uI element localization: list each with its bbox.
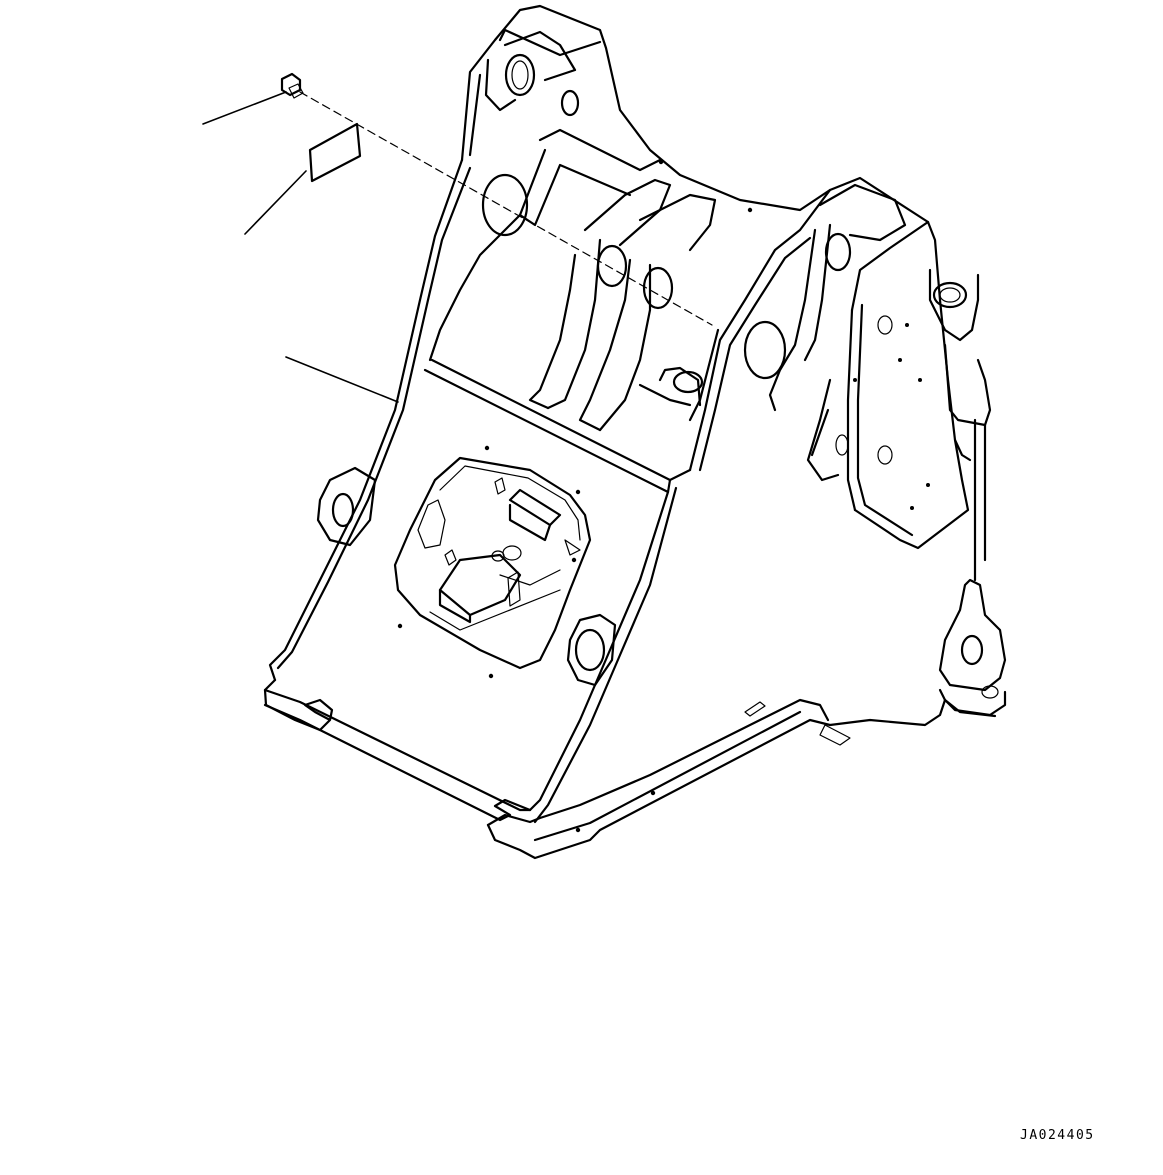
frame-body: [263, 4, 1007, 860]
drawing-number: JA024405: [1020, 1128, 1095, 1143]
top-pin-hole: [504, 53, 536, 97]
left-boss-hole: [331, 492, 355, 528]
frame-holes: [316, 53, 999, 699]
bolt-leader-line: [202, 91, 287, 125]
lower-boss: [566, 613, 617, 687]
side-access-hole: [481, 173, 529, 237]
ear-hole: [960, 634, 984, 666]
bolt-part: [280, 72, 713, 326]
fastener-dots: [397, 159, 930, 833]
frame-leader-line: [285, 356, 399, 403]
right-column-hole: [932, 281, 968, 309]
right-tower-hole: [824, 232, 852, 272]
lower-cross-hole: [672, 370, 704, 394]
access-opening: [393, 456, 592, 670]
right-side-hole: [743, 320, 787, 380]
boom-pin-hole-right: [642, 266, 674, 310]
plate-leader-line: [244, 170, 307, 235]
bottom-slots: [744, 701, 851, 746]
left-boss: [316, 466, 377, 547]
plate-part: [308, 122, 362, 183]
boom-pin-hole-left: [596, 244, 628, 288]
lower-boss-hole: [574, 628, 606, 672]
upper-hole: [560, 89, 580, 117]
callout-leaders: [202, 91, 399, 403]
